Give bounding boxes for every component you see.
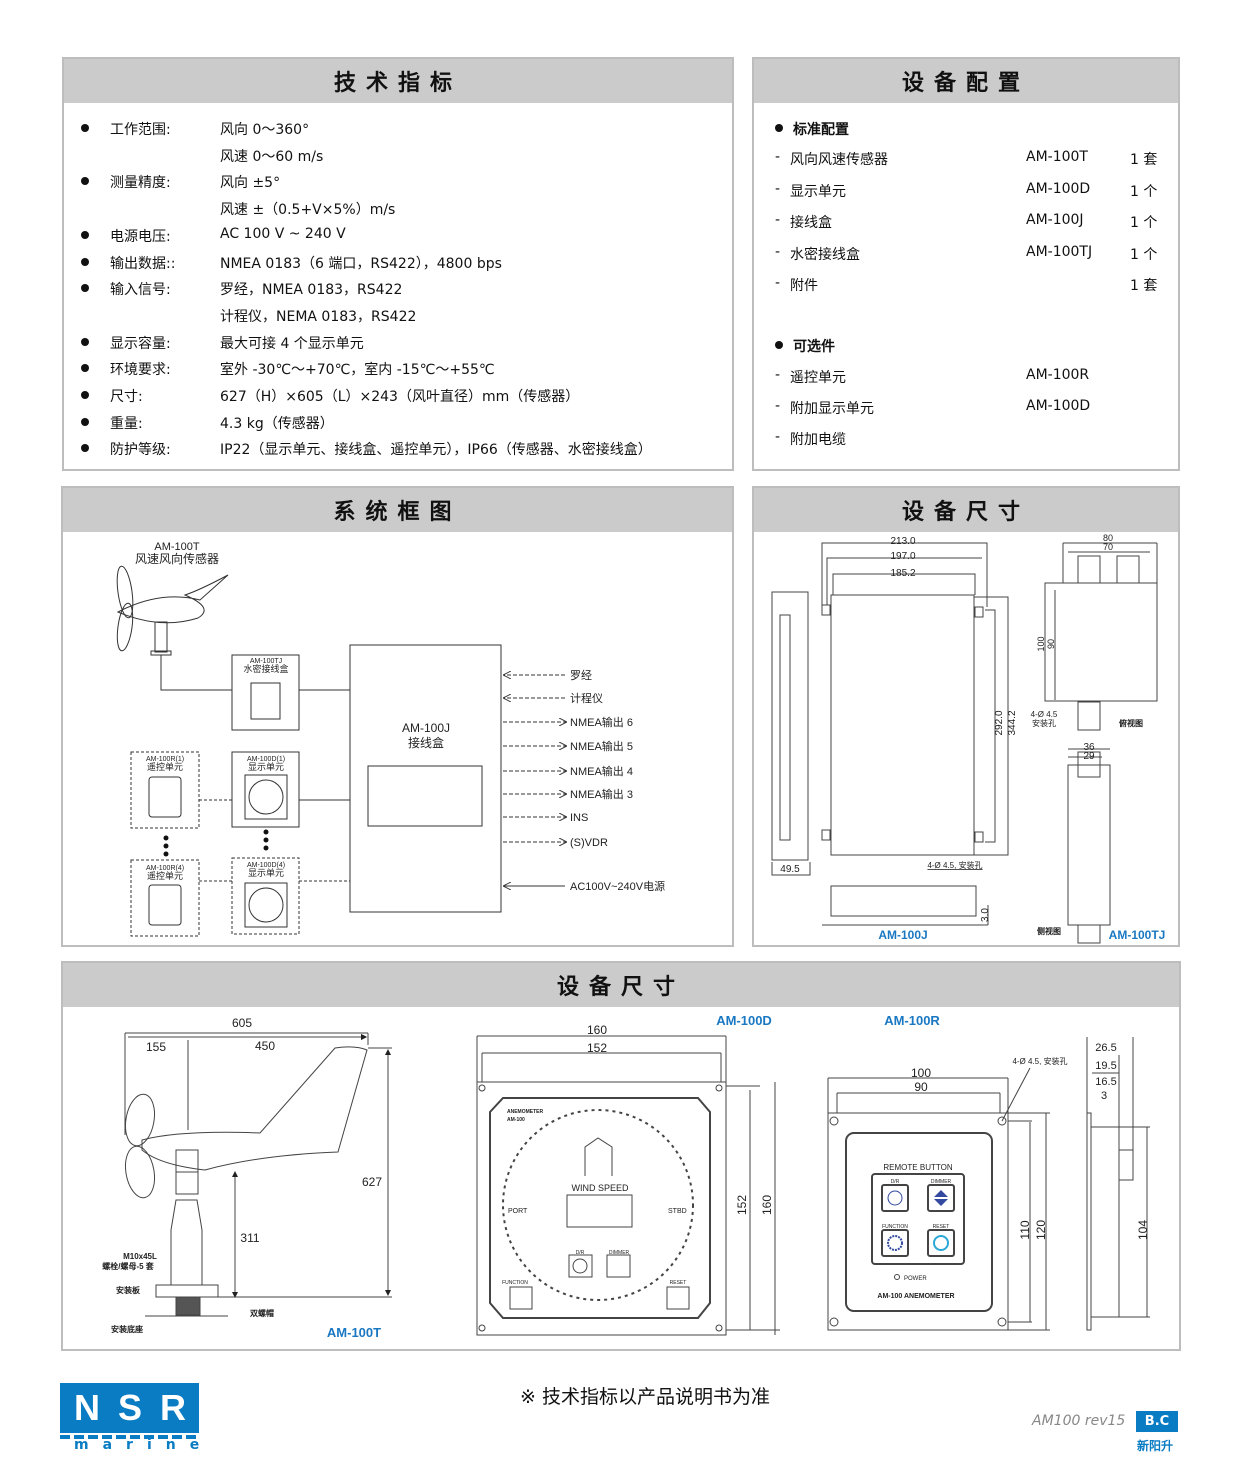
spec-value: AC 100 V ~ 240 V	[220, 225, 346, 242]
bullet-icon	[81, 230, 89, 239]
dimensions-panel: 设备尺寸	[61, 961, 1181, 1351]
spec-label: 防护等级:	[110, 442, 171, 459]
spec-value: 风速 ±（0.5+V×5%）m/s	[220, 202, 396, 219]
config-item-model: AM-100D	[1026, 398, 1091, 414]
bullet-icon	[81, 417, 89, 426]
dimensions-title: 设备尺寸	[63, 963, 1179, 1007]
config-item-name: 附加电缆	[790, 432, 846, 448]
list-dash: -	[775, 212, 781, 228]
spec-label: 输入信号:	[110, 282, 171, 299]
config-item-name: 水密接线盒	[790, 246, 860, 263]
config-title: 设备配置	[754, 59, 1178, 103]
config-item-name: 附加显示单元	[790, 401, 874, 417]
bullet-icon	[81, 257, 89, 266]
spec-label: 环境要求:	[110, 362, 171, 379]
spec-value: 计程仪，NEMA 0183，RS422	[220, 308, 417, 325]
dimensions-j-title: 设备尺寸	[754, 488, 1178, 532]
list-dash: -	[775, 180, 781, 197]
spec-value: 风向 0～360°	[220, 122, 310, 138]
spec-label: 测量精度:	[110, 175, 171, 192]
nsr-marine-logo: NSR marine	[60, 1383, 214, 1453]
config-item-model: AM-100T	[1026, 149, 1088, 165]
list-dash: -	[775, 275, 781, 291]
footer-note: ※ 技术指标以产品说明书为准	[520, 1386, 770, 1408]
bullet-icon	[775, 341, 783, 349]
system-diagram-panel: 系统框图	[61, 486, 734, 947]
config-item-name: 遥控单元	[790, 370, 846, 386]
bullet-icon	[81, 444, 89, 453]
spec-label: 电源电压:	[110, 228, 171, 245]
standard-config-heading: 标准配置	[793, 122, 849, 138]
list-dash: -	[775, 367, 781, 383]
bc-badge-subtitle: 新阳升	[1137, 1439, 1174, 1453]
config-item-name: 附件	[790, 278, 818, 294]
config-item-model: AM-100R	[1026, 367, 1090, 383]
spec-value: 室外 -30℃～+70℃，室内 -15℃～+55℃	[220, 362, 495, 379]
system-diagram-title: 系统框图	[63, 488, 732, 532]
spec-value: 风速 0～60 m/s	[220, 148, 324, 165]
bullet-icon	[775, 124, 783, 132]
bullet-icon	[81, 337, 89, 346]
specs-title: 技术指标	[64, 59, 732, 103]
bullet-icon	[81, 177, 89, 186]
specs-panel: 技术指标	[62, 57, 734, 471]
spec-value: NMEA 0183（6 端口，RS422），4800 bps	[220, 255, 502, 272]
list-dash: -	[775, 398, 781, 414]
config-item-qty: 1 个	[1130, 246, 1158, 263]
spec-label: 显示容量:	[110, 335, 171, 352]
spec-value: 风向 ±5°	[220, 175, 281, 192]
config-item-name: 风向风速传感器	[790, 152, 888, 168]
logo-stripe	[60, 1435, 199, 1439]
config-item-name: 接线盒	[790, 215, 832, 231]
dimensions-j-panel: 设备尺寸	[752, 486, 1180, 947]
spec-value: IP22（显示单元、接线盒、遥控单元），IP66（传感器、水密接线盒）	[220, 442, 652, 459]
config-item-qty: 1 个	[1130, 183, 1158, 200]
bullet-icon	[81, 124, 89, 132]
config-panel: 设备配置	[752, 57, 1180, 471]
spec-label: 尺寸:	[110, 389, 143, 405]
spec-label: 工作范围:	[110, 122, 171, 138]
logo-nsr-text: NSR	[60, 1383, 199, 1433]
spec-label: 重量:	[110, 415, 143, 432]
config-item-model: AM-100TJ	[1026, 243, 1093, 260]
spec-label: 输出数据::	[110, 255, 176, 272]
spec-value: 最大可接 4 个显示单元	[220, 335, 364, 352]
list-dash: -	[775, 149, 781, 165]
revision-label: AM100 rev15	[1032, 1413, 1126, 1429]
config-item-name: 显示单元	[790, 183, 846, 200]
spec-value: 4.3 kg（传感器）	[220, 415, 334, 432]
spec-value: 罗经，NMEA 0183，RS422	[220, 282, 403, 299]
bullet-icon	[81, 284, 89, 293]
optional-config-heading: 可选件	[793, 339, 835, 355]
config-item-model: AM-100D	[1026, 180, 1091, 197]
config-item-model: AM-100J	[1026, 212, 1084, 228]
config-item-qty: 1 套	[1130, 152, 1158, 168]
list-dash: -	[775, 243, 781, 260]
bc-badge: B.C	[1136, 1411, 1178, 1432]
bullet-icon	[81, 364, 89, 373]
spec-value: 627（H）×605（L）×243（风叶直径）mm（传感器）	[220, 389, 580, 405]
list-dash: -	[775, 429, 781, 445]
logo-marine-text: marine	[74, 1437, 214, 1453]
bullet-icon	[81, 391, 89, 399]
config-item-qty: 1 个	[1130, 215, 1158, 231]
config-item-qty: 1 套	[1130, 278, 1158, 294]
